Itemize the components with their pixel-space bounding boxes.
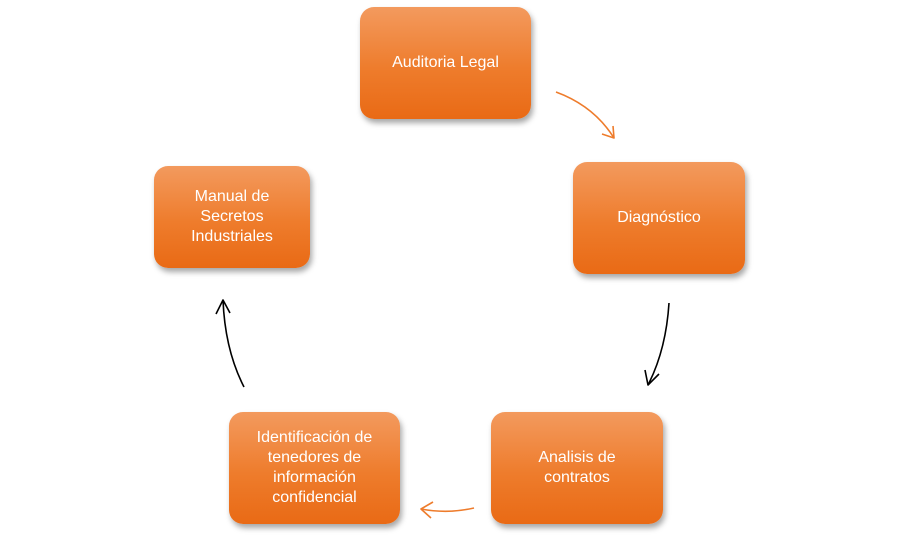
arrow-node4-to-node5: [215, 299, 245, 388]
node-label: Manual de Secretos Industriales: [191, 188, 273, 245]
node-analisis-de-contratos: Analisis de contratos: [491, 412, 663, 524]
node-diagnostico: Diagnóstico: [573, 162, 745, 274]
node-label: Diagnóstico: [617, 209, 701, 226]
node-label: Auditoria Legal: [392, 54, 499, 71]
arrow-node3-to-node4: [420, 501, 475, 519]
node-label: Analisis de contratos: [538, 449, 616, 486]
node-manual-secretos-industriales: Manual de Secretos Industriales: [154, 166, 310, 268]
node-auditoria-legal: Auditoria Legal: [360, 7, 531, 119]
node-identificacion-tenedores: Identificación de tenedores de informaci…: [229, 412, 400, 524]
arrow-node1-to-node2: [555, 91, 615, 139]
arrow-node2-to-node3: [644, 302, 670, 386]
node-label: Identificación de tenedores de informaci…: [256, 429, 373, 506]
